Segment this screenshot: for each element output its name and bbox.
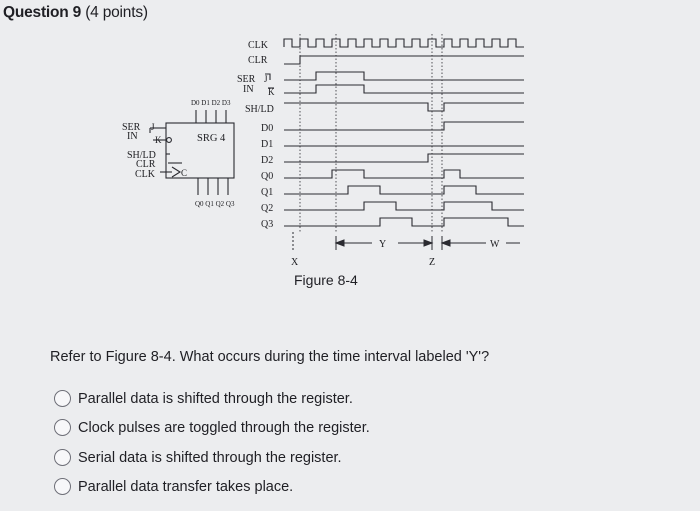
block-ser-label: SER bbox=[122, 122, 141, 133]
k-waveform bbox=[284, 84, 524, 94]
signal-label-q1: Q1 bbox=[261, 187, 273, 198]
marker-z: Z bbox=[429, 257, 435, 268]
srg4-block bbox=[165, 122, 235, 179]
block-clr-label: CLR bbox=[136, 159, 156, 170]
clr-waveform bbox=[284, 55, 524, 65]
j-waveform bbox=[284, 71, 524, 81]
signal-label-clr: CLR bbox=[248, 55, 268, 66]
answer-option-4[interactable]: Parallel data transfer takes place. bbox=[54, 478, 293, 495]
signal-label-q0: Q0 bbox=[261, 171, 273, 182]
signal-label-k: K bbox=[268, 87, 275, 97]
block-c-label: C bbox=[181, 168, 187, 178]
block-name: SRG 4 bbox=[197, 133, 226, 144]
timing-waveforms bbox=[283, 34, 524, 232]
answer-option-3-label: Serial data is shifted through the regis… bbox=[78, 449, 342, 466]
marker-y: Y bbox=[379, 239, 386, 250]
question-number: Question 9 bbox=[3, 4, 82, 21]
block-j-label: J bbox=[151, 122, 155, 132]
signal-label-q2: Q2 bbox=[261, 203, 273, 214]
question-title: Question 9 (4 points) bbox=[3, 4, 148, 22]
marker-w: W bbox=[490, 239, 500, 250]
shld-waveform bbox=[284, 102, 524, 112]
block-bottom-pins: Q0 Q1 Q2 Q3 bbox=[195, 200, 235, 208]
signal-label-j: J bbox=[264, 74, 268, 84]
radio-button-1[interactable] bbox=[54, 390, 71, 407]
q0-waveform bbox=[284, 169, 524, 179]
radio-button-2[interactable] bbox=[54, 419, 71, 436]
radio-button-4[interactable] bbox=[54, 478, 71, 495]
signal-label-d0: D0 bbox=[261, 123, 273, 134]
figure-8-4: SER IN J K SH/LD CLR CLK C SRG 4 D0 D1 D… bbox=[122, 34, 524, 268]
block-in-label: IN bbox=[127, 131, 138, 142]
q3-waveform bbox=[284, 217, 524, 227]
signal-label-in: IN bbox=[243, 84, 254, 95]
signal-label-q3: Q3 bbox=[261, 219, 273, 230]
signal-label-clk: CLK bbox=[248, 40, 269, 51]
radio-button-3[interactable] bbox=[54, 449, 71, 466]
signal-label-d2: D2 bbox=[261, 155, 273, 166]
answer-option-1-label: Parallel data is shifted through the reg… bbox=[78, 390, 353, 407]
q2-waveform bbox=[284, 201, 524, 211]
answer-option-2[interactable]: Clock pulses are toggled through the reg… bbox=[54, 419, 370, 436]
answer-option-1[interactable]: Parallel data is shifted through the reg… bbox=[54, 390, 353, 407]
block-clk-label: CLK bbox=[135, 169, 156, 180]
d0-waveform bbox=[284, 121, 524, 131]
block-k-label: K bbox=[155, 135, 162, 145]
d2-waveform bbox=[284, 153, 524, 163]
question-points: (4 points) bbox=[85, 4, 148, 21]
block-top-pins: D0 D1 D2 D3 bbox=[191, 99, 231, 107]
answer-option-3[interactable]: Serial data is shifted through the regis… bbox=[54, 449, 342, 466]
signal-label-ser: SER bbox=[237, 74, 256, 85]
block-shld-label: SH/LD bbox=[127, 150, 156, 161]
question-prompt: Refer to Figure 8-4. What occurs during … bbox=[50, 349, 490, 365]
figure-caption: Figure 8-4 bbox=[294, 272, 358, 288]
marker-x: X bbox=[291, 257, 299, 268]
answer-option-4-label: Parallel data transfer takes place. bbox=[78, 478, 294, 495]
q1-waveform bbox=[284, 185, 524, 195]
clk-waveform bbox=[283, 38, 524, 48]
answer-option-2-label: Clock pulses are toggled through the reg… bbox=[78, 419, 370, 436]
signal-label-shld: SH/LD bbox=[245, 104, 274, 115]
signal-label-d1: D1 bbox=[261, 139, 273, 150]
